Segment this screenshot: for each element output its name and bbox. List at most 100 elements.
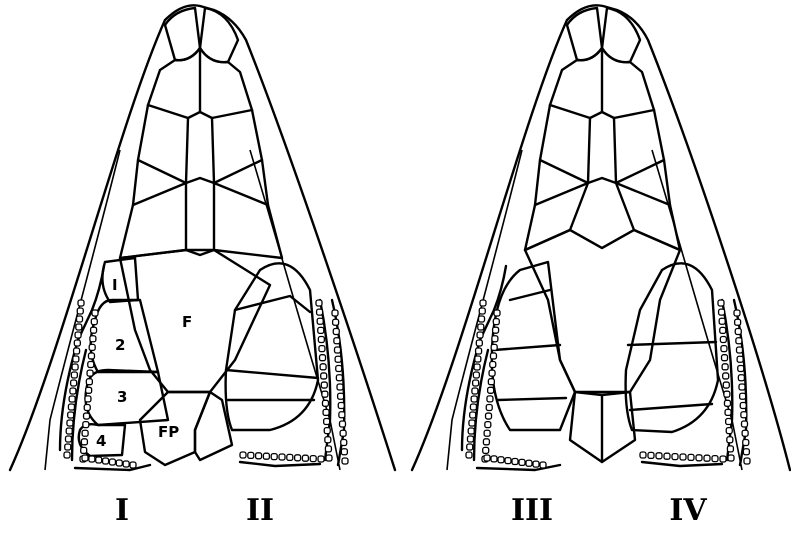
frontal-scale xyxy=(525,230,680,392)
frontal-scale xyxy=(186,183,214,255)
granular-scale xyxy=(130,462,136,468)
granular-scale xyxy=(91,327,97,333)
granular-scale xyxy=(519,459,525,465)
granular-scale xyxy=(71,380,77,386)
granular-scale xyxy=(720,327,726,333)
granular-scale xyxy=(248,452,254,458)
granular-scale xyxy=(74,340,80,346)
supraocular-scale xyxy=(630,404,712,410)
granular-scale xyxy=(85,396,91,402)
granular-scale xyxy=(338,393,344,399)
granular-scale xyxy=(65,444,71,450)
granules-right xyxy=(466,300,750,468)
granular-scale xyxy=(725,409,731,415)
granular-scale xyxy=(87,370,93,376)
granular-scale xyxy=(342,458,348,464)
granular-scale xyxy=(493,327,499,333)
granular-scale xyxy=(664,453,670,459)
granular-scale xyxy=(479,308,485,314)
granular-scale xyxy=(322,400,328,406)
granular-scale xyxy=(336,366,342,372)
granular-scale xyxy=(476,340,482,346)
granular-scale xyxy=(88,362,94,368)
granular-scale xyxy=(70,388,76,394)
granular-scale xyxy=(491,456,497,462)
prefrontal-scale xyxy=(540,105,664,183)
scale-label-4: 4 xyxy=(96,432,106,450)
granular-scale xyxy=(471,396,477,402)
granular-scale xyxy=(479,316,485,322)
frontal-scale xyxy=(570,183,634,248)
granular-scale xyxy=(86,387,92,393)
granular-scale xyxy=(310,456,316,462)
granular-scale xyxy=(489,370,495,376)
granular-scale xyxy=(89,456,95,462)
granular-scale xyxy=(648,452,654,458)
granular-scale xyxy=(319,346,325,352)
granular-scale xyxy=(81,439,87,445)
granular-scale xyxy=(477,332,483,338)
supraocular-scale xyxy=(498,398,566,400)
granular-scale xyxy=(483,439,489,445)
granular-scale xyxy=(317,318,323,324)
panel-label-II: II xyxy=(246,493,274,528)
panel-label-III: III xyxy=(511,493,553,528)
granular-scale xyxy=(722,364,728,370)
granular-scale xyxy=(723,373,729,379)
granular-scale xyxy=(123,461,129,467)
granular-scale xyxy=(540,462,546,468)
granular-scale xyxy=(484,430,490,436)
granular-scale xyxy=(82,455,88,461)
granular-scale xyxy=(337,384,343,390)
granular-scale xyxy=(488,379,494,385)
granular-scale xyxy=(726,428,732,434)
right-head-drawing xyxy=(412,5,790,470)
granular-scale xyxy=(735,329,741,335)
granular-scale xyxy=(470,412,476,418)
granular-scale xyxy=(89,344,95,350)
granular-scale xyxy=(483,447,489,453)
granular-scale xyxy=(78,300,84,306)
granular-scale xyxy=(339,412,345,418)
granular-scale xyxy=(739,384,745,390)
granular-scale xyxy=(478,324,484,330)
granular-scale xyxy=(333,319,339,325)
supraocular-scale xyxy=(226,370,318,378)
granular-scale xyxy=(533,461,539,467)
granular-scale xyxy=(491,344,497,350)
granular-scale xyxy=(726,419,732,425)
granular-scale xyxy=(96,457,102,463)
granular-scale xyxy=(718,300,724,306)
granular-scale xyxy=(341,449,347,455)
granular-scale xyxy=(473,380,479,386)
granular-scale xyxy=(324,428,330,434)
granular-scale xyxy=(742,430,748,436)
granular-scale xyxy=(333,329,339,335)
granular-scale xyxy=(735,319,741,325)
supraocular-scale xyxy=(628,342,716,345)
granular-scale xyxy=(680,454,686,460)
granular-scale xyxy=(728,455,734,461)
granular-scale xyxy=(66,428,72,434)
granular-scale xyxy=(92,310,98,316)
granular-scale xyxy=(69,396,75,402)
granular-scale xyxy=(340,430,346,436)
granular-scale xyxy=(490,362,496,368)
granular-scale xyxy=(81,447,87,453)
granular-scale xyxy=(68,412,74,418)
granular-scale xyxy=(470,404,476,410)
granular-scale xyxy=(526,460,532,466)
scale-label-1: I xyxy=(112,276,118,294)
supraocular-scale xyxy=(235,296,310,312)
granular-scale xyxy=(287,454,293,460)
granular-scale xyxy=(334,338,340,344)
granular-scale xyxy=(86,379,92,385)
granular-scale xyxy=(488,387,494,393)
granular-scale xyxy=(336,375,342,381)
granular-scale xyxy=(318,336,324,342)
granular-scale xyxy=(467,444,473,450)
granular-scale xyxy=(490,353,496,359)
granular-scale xyxy=(332,310,338,316)
granular-scale xyxy=(727,437,733,443)
